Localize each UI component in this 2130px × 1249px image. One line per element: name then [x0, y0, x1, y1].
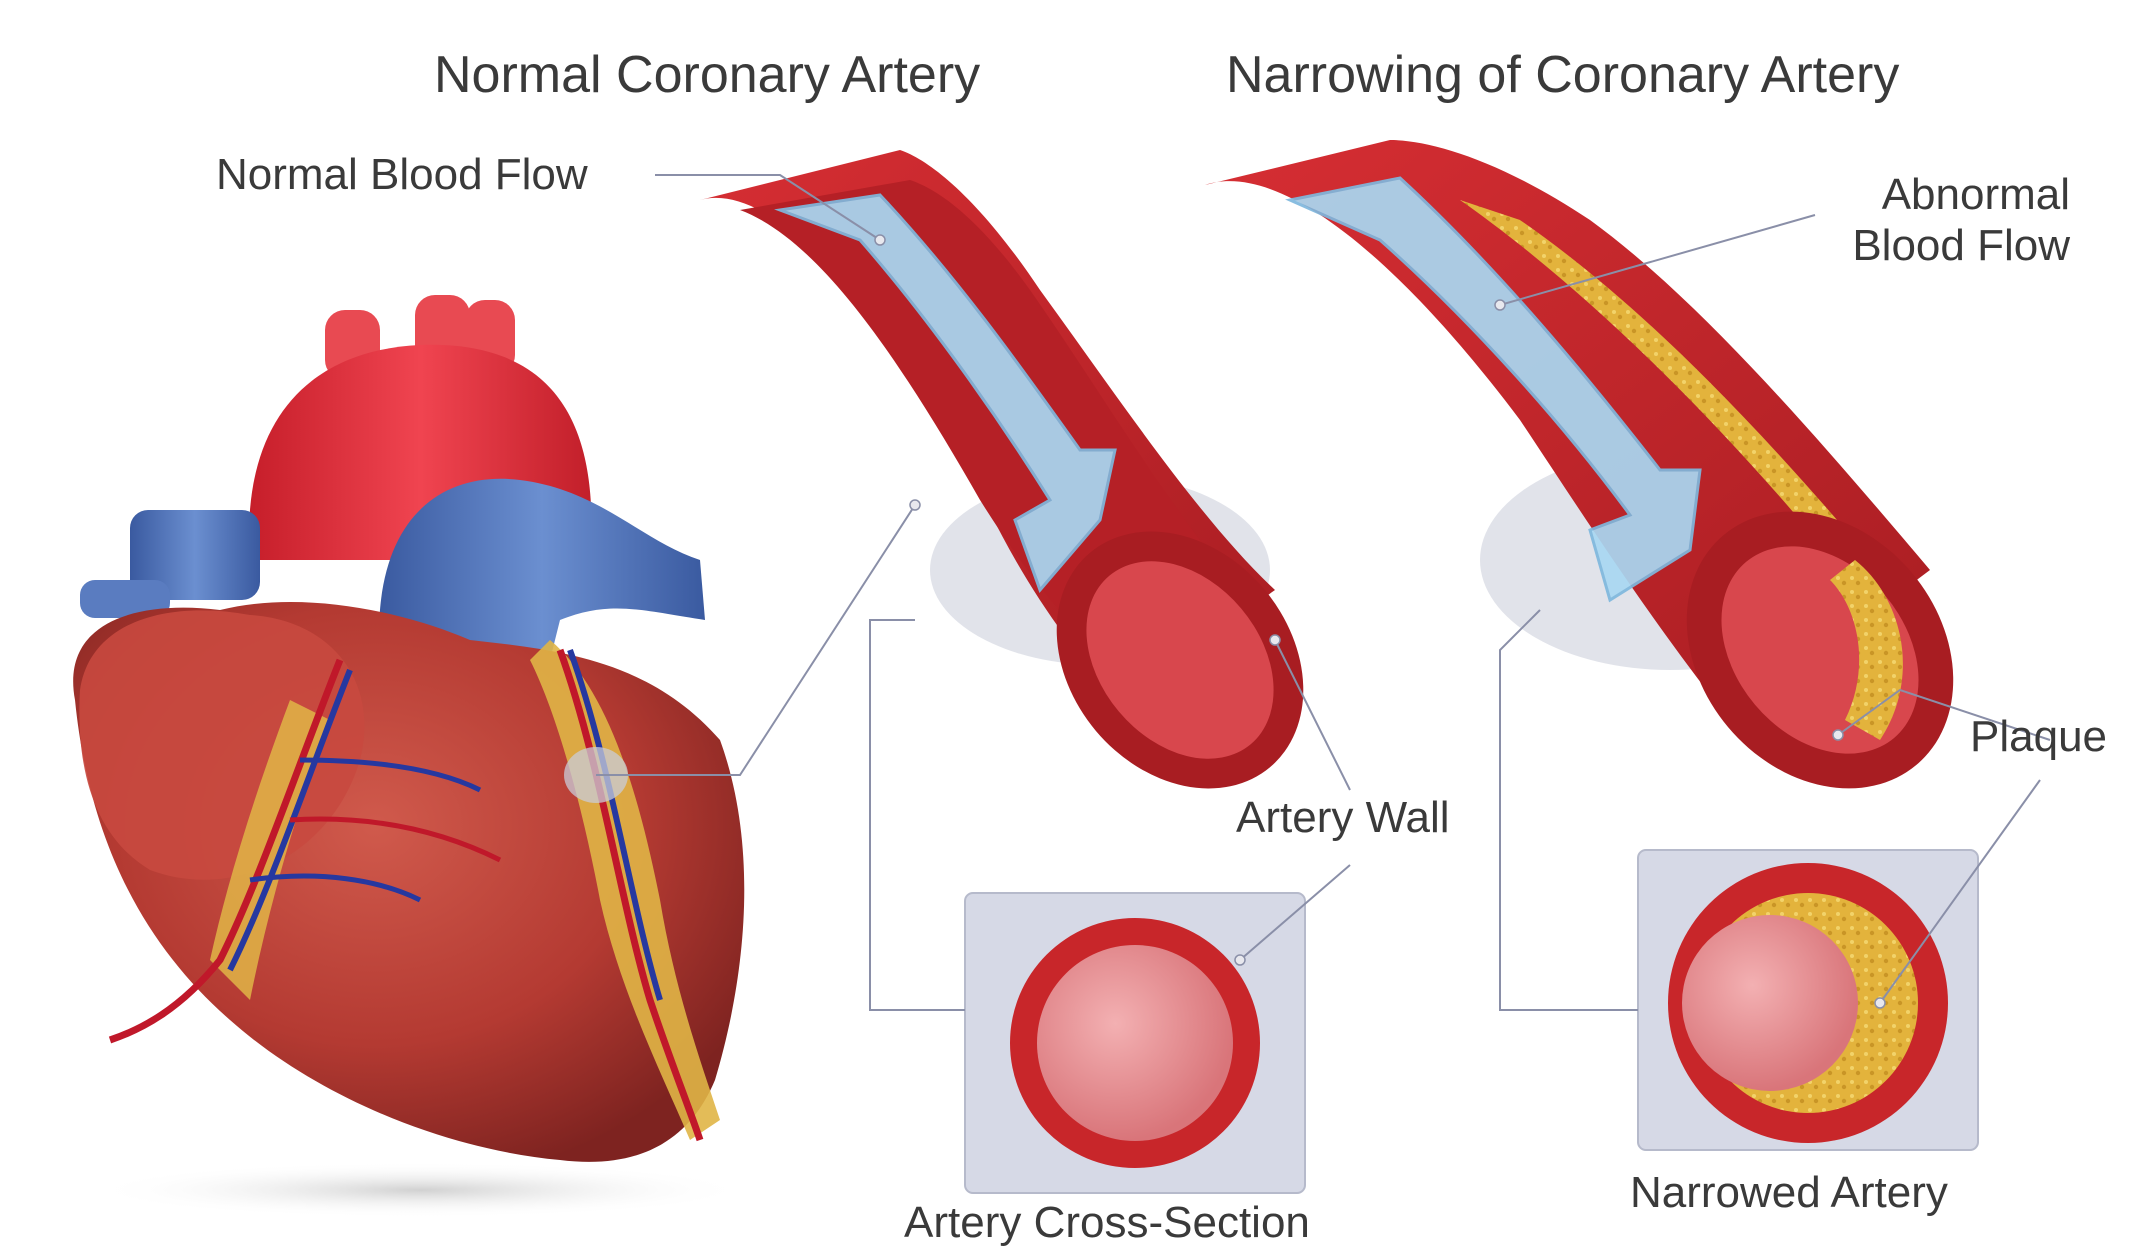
- label-abnormal-line1: Abnormal: [1780, 170, 2070, 221]
- label-narrowed-artery: Narrowed Artery: [1630, 1168, 1948, 1219]
- label-artery-cross-section: Artery Cross-Section: [904, 1198, 1310, 1249]
- label-artery-wall: Artery Wall: [1236, 793, 1450, 844]
- leader-normal-cross-section: [870, 620, 965, 1010]
- title-narrowing-coronary-artery: Narrowing of Coronary Artery: [1226, 46, 1899, 106]
- label-plaque: Plaque: [1970, 712, 2107, 763]
- normal-cross-section-lumen: [1037, 945, 1233, 1141]
- label-abnormal-blood-flow: Abnormal Blood Flow: [1780, 170, 2070, 271]
- leader-narrowed-cross-section: [1500, 610, 1638, 1010]
- narrowed-cross-section-lumen: [1682, 915, 1858, 1091]
- normal-cross-section-panel: [965, 893, 1305, 1193]
- label-abnormal-line2: Blood Flow: [1780, 221, 2070, 272]
- heart-illustration: [73, 295, 750, 1218]
- normal-artery-illustration: [700, 150, 1354, 838]
- title-normal-coronary-artery: Normal Coronary Artery: [434, 46, 980, 106]
- narrowed-cross-section-panel: [1638, 850, 1978, 1150]
- label-normal-blood-flow: Normal Blood Flow: [216, 150, 588, 201]
